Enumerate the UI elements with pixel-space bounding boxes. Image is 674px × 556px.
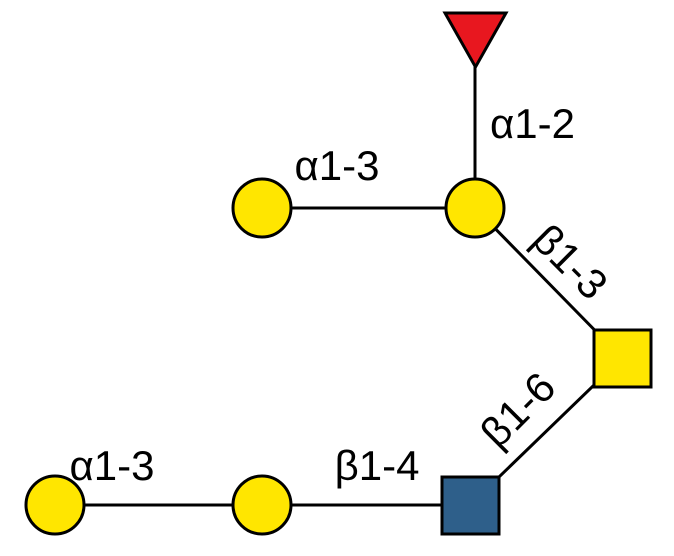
galactose-yellow-circle-top-right: [444, 177, 506, 239]
galactose-yellow-circle-bottom-left: [24, 474, 86, 536]
galactose-yellow-circle-bottom-middle: [231, 474, 293, 536]
galnac-yellow-square: [592, 328, 653, 389]
linkage-label-alpha13-bottom: α1-3: [70, 442, 155, 489]
linkage-label-beta13: β1-3: [524, 215, 617, 308]
fucose-red-triangle-icon: [442, 11, 509, 71]
linkage-label-beta14: β1-4: [335, 442, 420, 489]
linkage-label-alpha12: α1-2: [490, 100, 575, 147]
linkage-label-alpha13-top: α1-3: [295, 142, 380, 189]
linkage-label-beta16: β1-6: [471, 363, 564, 456]
glcnac-blue-square: [440, 475, 501, 536]
galactose-yellow-circle-top-left: [231, 177, 293, 239]
